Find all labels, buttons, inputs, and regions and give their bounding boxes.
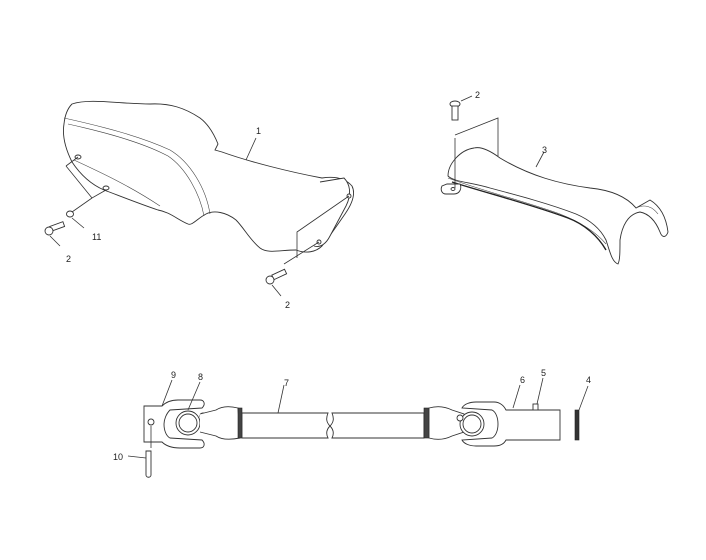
label-part-5: 5: [541, 368, 546, 378]
label-part-9: 9: [171, 370, 176, 380]
part-2-screw-bottom: [265, 268, 288, 297]
label-part-4: 4: [586, 375, 591, 385]
right-spline: [423, 407, 430, 439]
steering-shaft-assembly: [127, 377, 589, 478]
label-part-10: 10: [113, 452, 123, 462]
part-11-washer: [66, 210, 85, 229]
part-3-rear-cover: [440, 117, 669, 265]
left-spline: [237, 407, 243, 439]
label-part-7: 7: [284, 378, 289, 388]
label-part-6: 6: [520, 375, 525, 385]
label-part-1: 1: [256, 126, 261, 136]
part-4-seal: [574, 409, 580, 441]
label-part-2-left: 2: [66, 254, 71, 264]
label-part-11: 11: [92, 232, 101, 242]
label-part-2-bottom: 2: [285, 300, 290, 310]
part-2-screw-top: [449, 95, 473, 121]
part-2-screw-left: [44, 221, 66, 247]
label-part-2-top: 2: [475, 90, 480, 100]
label-part-3: 3: [542, 145, 547, 155]
label-part-8: 8: [198, 372, 203, 382]
part-1-seat-cover: [63, 100, 355, 265]
